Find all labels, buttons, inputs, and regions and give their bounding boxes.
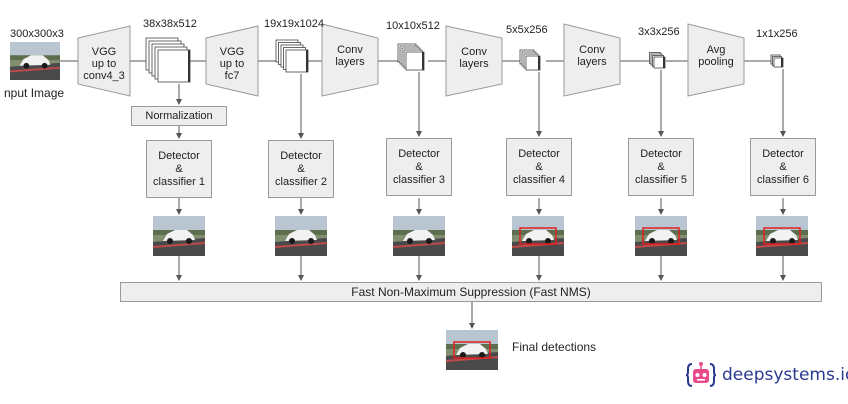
stage-trapezoid-vgg-fc7 xyxy=(205,25,259,97)
stage-label-avg-pooling: Avg pooling xyxy=(698,44,734,68)
detection-image-1 xyxy=(153,216,205,256)
car-scene-image xyxy=(153,216,205,256)
car-scene-image xyxy=(275,216,327,256)
detector-box-6: Detector & classifier 6 xyxy=(750,138,816,196)
detector-box-3: Detector & classifier 3 xyxy=(386,138,452,196)
feature-map-stack-5 xyxy=(649,52,666,69)
fast-nms-box: Fast Non-Maximum Suppression (Fast NMS) xyxy=(120,282,822,302)
car-scene-image xyxy=(10,42,60,80)
input-size-label: 300x300x3 xyxy=(10,28,64,40)
detector-box-1: Detector & classifier 1 xyxy=(146,140,212,198)
stage-trapezoid-conv-1 xyxy=(321,23,379,97)
stage-label-vgg-fc7: VGG up to fc7 xyxy=(219,46,245,82)
feature-map-stack-2 xyxy=(275,39,309,73)
detector-box-4: Detector & classifier 4 xyxy=(506,138,572,196)
final-detection-image xyxy=(446,330,498,370)
feature-map-label-1: 38x38x512 xyxy=(143,18,197,30)
brand-name: deepsystems.io xyxy=(722,365,848,385)
normalization-box: Normalization xyxy=(131,106,227,126)
detector-box-2: Detector & classifier 2 xyxy=(268,140,334,198)
final-detections-label: Final detections xyxy=(512,340,597,354)
feature-map-label-3: 10x10x512 xyxy=(386,20,440,32)
detection-image-4 xyxy=(512,216,564,256)
stage-label-vgg-conv4: VGG up to conv4_3 xyxy=(83,46,125,82)
feature-map-label-6: 1x1x256 xyxy=(756,28,798,40)
detection-bbox xyxy=(763,227,801,245)
car-scene-image xyxy=(756,216,808,256)
input-image xyxy=(10,42,60,80)
feature-map-label-2: 19x19x1024 xyxy=(264,18,324,30)
robot-logo-icon xyxy=(686,362,716,387)
stage-trapezoid-avg-pooling xyxy=(687,23,745,97)
detection-image-3 xyxy=(393,216,445,256)
detection-bbox xyxy=(519,227,557,245)
detector-box-5: Detector & classifier 5 xyxy=(628,138,694,196)
brand-logo: deepsystems.io xyxy=(686,360,848,390)
stage-label-conv-3: Conv layers xyxy=(577,44,607,68)
stage-trapezoid-vgg-conv4 xyxy=(77,25,131,97)
feature-map-stack-3 xyxy=(397,43,425,71)
detection-bbox xyxy=(453,341,491,359)
car-scene-image xyxy=(393,216,445,256)
stage-label-conv-1: Conv layers xyxy=(335,44,365,68)
stage-label-conv-2: Conv layers xyxy=(459,46,489,70)
car-scene-image xyxy=(635,216,687,256)
car-scene-image xyxy=(446,330,498,370)
stage-trapezoid-conv-3 xyxy=(563,23,621,97)
detection-image-5 xyxy=(635,216,687,256)
car-scene-image xyxy=(512,216,564,256)
stage-trapezoid-conv-2 xyxy=(445,25,503,97)
detection-image-2 xyxy=(275,216,327,256)
detection-image-6 xyxy=(756,216,808,256)
feature-map-stack-6 xyxy=(770,54,784,68)
feature-map-stack-4 xyxy=(519,49,541,71)
feature-map-label-5: 3x3x256 xyxy=(638,26,680,38)
detection-bbox xyxy=(642,227,680,245)
input-image-caption: nput Image xyxy=(4,86,65,100)
feature-map-stack-1 xyxy=(145,37,191,83)
feature-map-label-4: 5x5x256 xyxy=(506,24,548,36)
